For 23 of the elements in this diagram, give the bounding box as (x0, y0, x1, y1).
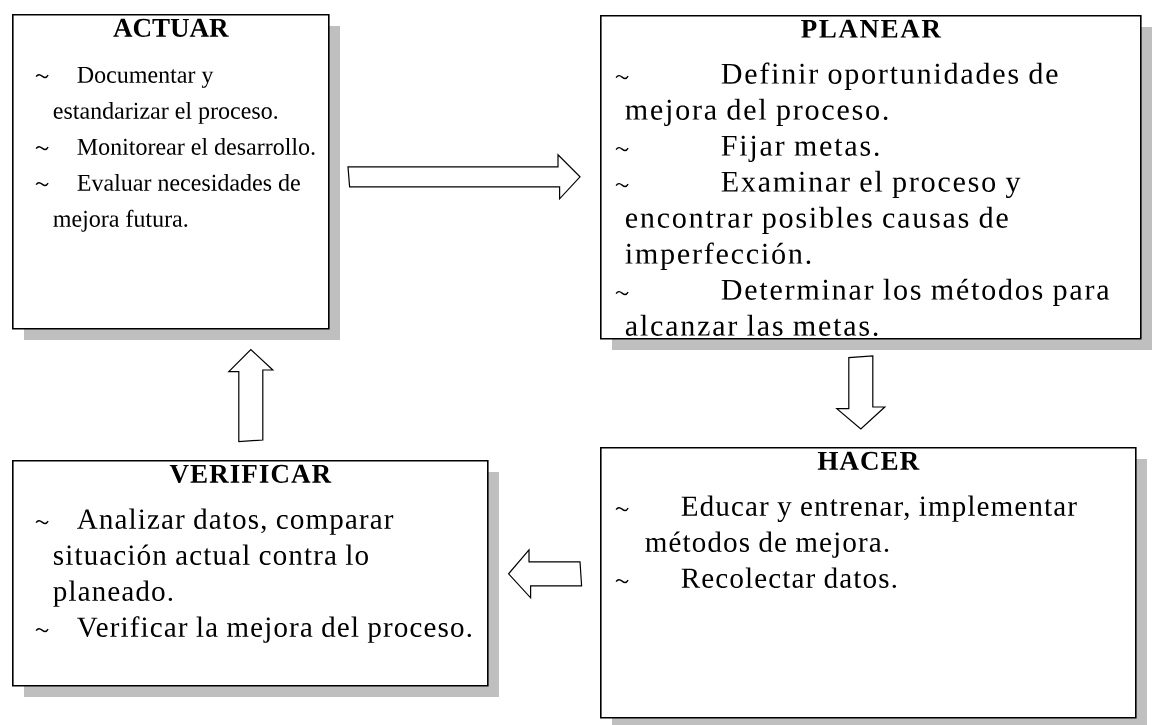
box-heading: ACTUAR (113, 18, 229, 37)
bullet-text: Documentar y estandarizar el proceso. (53, 66, 278, 124)
text-box (12, 460, 499, 697)
box-heading: PLANEAR (801, 19, 942, 38)
text-box (600, 15, 1152, 350)
bullet-text: Educar y entrenar, implementar métodos de mejora. (645, 495, 1077, 558)
block-arrow (227, 348, 275, 443)
bullet-text: Monitorear el desarrollo. (77, 138, 315, 155)
box-heading: VERIFICAR (169, 464, 332, 484)
box-heading: HACER (817, 451, 920, 470)
bullet-text: Definir oportunidades de mejora del proceso. (625, 62, 1058, 126)
bullet-text: Verificar la mejora del proceso. (77, 616, 471, 643)
bullet-text: Recolectar datos. (681, 567, 896, 589)
text-box (600, 447, 1147, 725)
bullet-text: Analizar datos, comparar situación actual contra lo planeado. (53, 508, 394, 607)
bullet-text: Fijar metas. (721, 135, 879, 162)
bullet-text: Examinar el proceso y encontrar posibles causas de imperfección. (625, 170, 1021, 270)
block-arrow (835, 355, 887, 430)
bullet-text: Determinar los métodos para alcanzar las metas. (625, 278, 1110, 337)
bullet-text: Evaluar necesidades de mejora futura. (53, 174, 300, 232)
block-arrow (347, 153, 581, 201)
block-arrow (507, 548, 583, 600)
text-box (12, 14, 340, 340)
